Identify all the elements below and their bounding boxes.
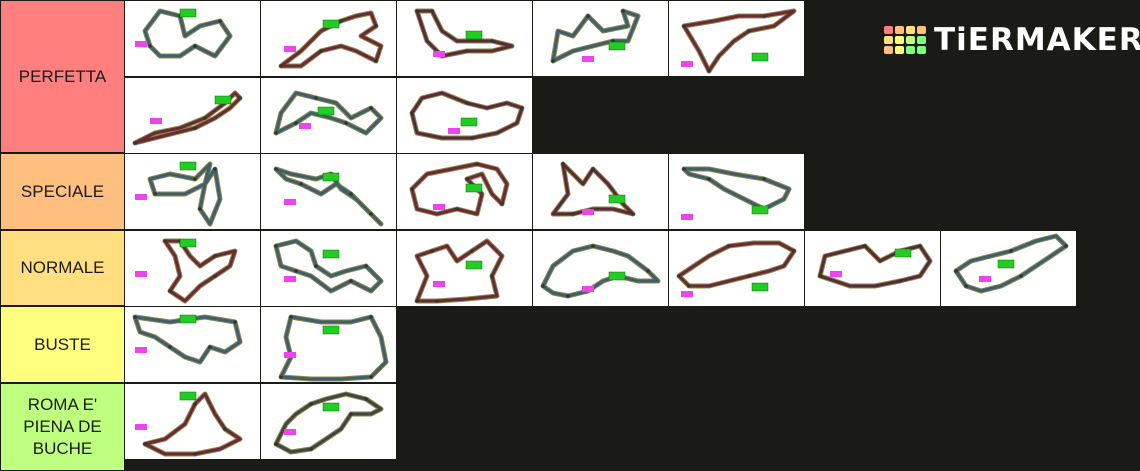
tiermaker-logo: TiERMAKER xyxy=(882,18,1140,64)
circuit-map-icon xyxy=(132,314,243,365)
tier-item-circuit-10[interactable] xyxy=(261,154,396,229)
tier-item-circuit-9[interactable] xyxy=(125,154,260,229)
tier-label[interactable]: NORMALE xyxy=(1,231,124,305)
circuit-map-icon xyxy=(135,391,243,457)
tier-label[interactable]: BUSTE xyxy=(1,307,124,382)
tier-item-circuit-1[interactable] xyxy=(125,1,260,76)
tier-item-circuit-19[interactable] xyxy=(805,231,940,306)
tier-label[interactable]: SPECIALE xyxy=(1,154,124,229)
circuit-map-icon xyxy=(278,10,384,69)
logo-grid-icon xyxy=(884,20,928,60)
logo-grid-cell xyxy=(895,46,904,54)
tier-item-circuit-16[interactable] xyxy=(397,231,532,306)
tier-item-circuit-17[interactable] xyxy=(533,231,668,306)
tier-row: BUSTE xyxy=(0,306,1140,383)
circuit-map-icon xyxy=(817,243,933,289)
logo-grid-cell xyxy=(906,36,915,44)
circuit-map-icon xyxy=(273,90,384,136)
logo-grid-cell xyxy=(917,26,926,34)
tier-label[interactable]: ROMA E' PIENA DE BUCHE xyxy=(1,384,124,470)
circuit-map-icon xyxy=(135,8,233,59)
circuit-map-icon xyxy=(681,166,792,220)
logo-grid-cell xyxy=(917,36,926,44)
circuit-map-icon xyxy=(540,243,661,299)
tier-item-circuit-24[interactable] xyxy=(261,384,396,459)
circuit-map-icon xyxy=(550,8,641,64)
logo-grid-cell xyxy=(917,46,926,54)
tier-item-circuit-8[interactable] xyxy=(397,78,532,153)
tier-item-circuit-7[interactable] xyxy=(261,78,396,153)
tier-item-circuit-14[interactable] xyxy=(125,231,260,306)
circuit-map-icon xyxy=(414,8,515,59)
circuit-map-icon xyxy=(414,238,505,304)
tier-row: NORMALE xyxy=(0,230,1140,306)
logo-grid-cell xyxy=(884,26,893,34)
logo-text: TiERMAKER xyxy=(934,22,1140,58)
circuit-map-icon xyxy=(550,161,636,217)
circuit-map-icon xyxy=(135,238,238,304)
tier-row: ROMA E' PIENA DE BUCHE xyxy=(0,383,1140,471)
tier-item-circuit-22[interactable] xyxy=(261,307,396,382)
tier-item-circuit-18[interactable] xyxy=(669,231,804,306)
circuit-map-icon xyxy=(409,90,525,141)
circuit-map-icon xyxy=(273,166,384,227)
tier-item-circuit-6[interactable] xyxy=(125,78,260,153)
circuit-map-icon xyxy=(953,233,1069,294)
logo-grid-cell xyxy=(884,46,893,54)
tier-item-circuit-23[interactable] xyxy=(125,384,260,459)
tier-item-circuit-21[interactable] xyxy=(125,307,260,382)
tier-item-circuit-11[interactable] xyxy=(397,154,532,229)
logo-grid-cell xyxy=(895,26,904,34)
circuit-map-icon xyxy=(273,391,384,455)
logo-grid-cell xyxy=(884,36,893,44)
tier-item-circuit-13[interactable] xyxy=(669,154,804,229)
logo-grid-cell xyxy=(906,26,915,34)
circuit-map-icon xyxy=(273,238,384,294)
logo-grid-cell xyxy=(906,46,915,54)
tier-item-circuit-15[interactable] xyxy=(261,231,396,306)
tier-item-circuit-2[interactable] xyxy=(261,1,396,76)
tier-row: SPECIALE xyxy=(0,153,1140,230)
tier-item-circuit-5[interactable] xyxy=(669,1,804,76)
tier-row: PERFETTA xyxy=(0,0,1140,153)
tier-item-circuit-12[interactable] xyxy=(533,154,668,229)
circuit-map-icon xyxy=(681,8,797,74)
circuit-map-icon xyxy=(278,314,389,382)
tier-item-circuit-3[interactable] xyxy=(397,1,532,76)
tier-item-circuit-4[interactable] xyxy=(533,1,668,76)
circuit-map-icon xyxy=(409,161,510,217)
circuit-map-icon xyxy=(132,90,243,146)
tier-label[interactable]: PERFETTA xyxy=(1,1,124,152)
circuit-map-icon xyxy=(135,161,223,227)
circuit-map-icon xyxy=(676,240,797,297)
tier-item-circuit-20[interactable] xyxy=(941,231,1076,306)
logo-grid-cell xyxy=(895,36,904,44)
